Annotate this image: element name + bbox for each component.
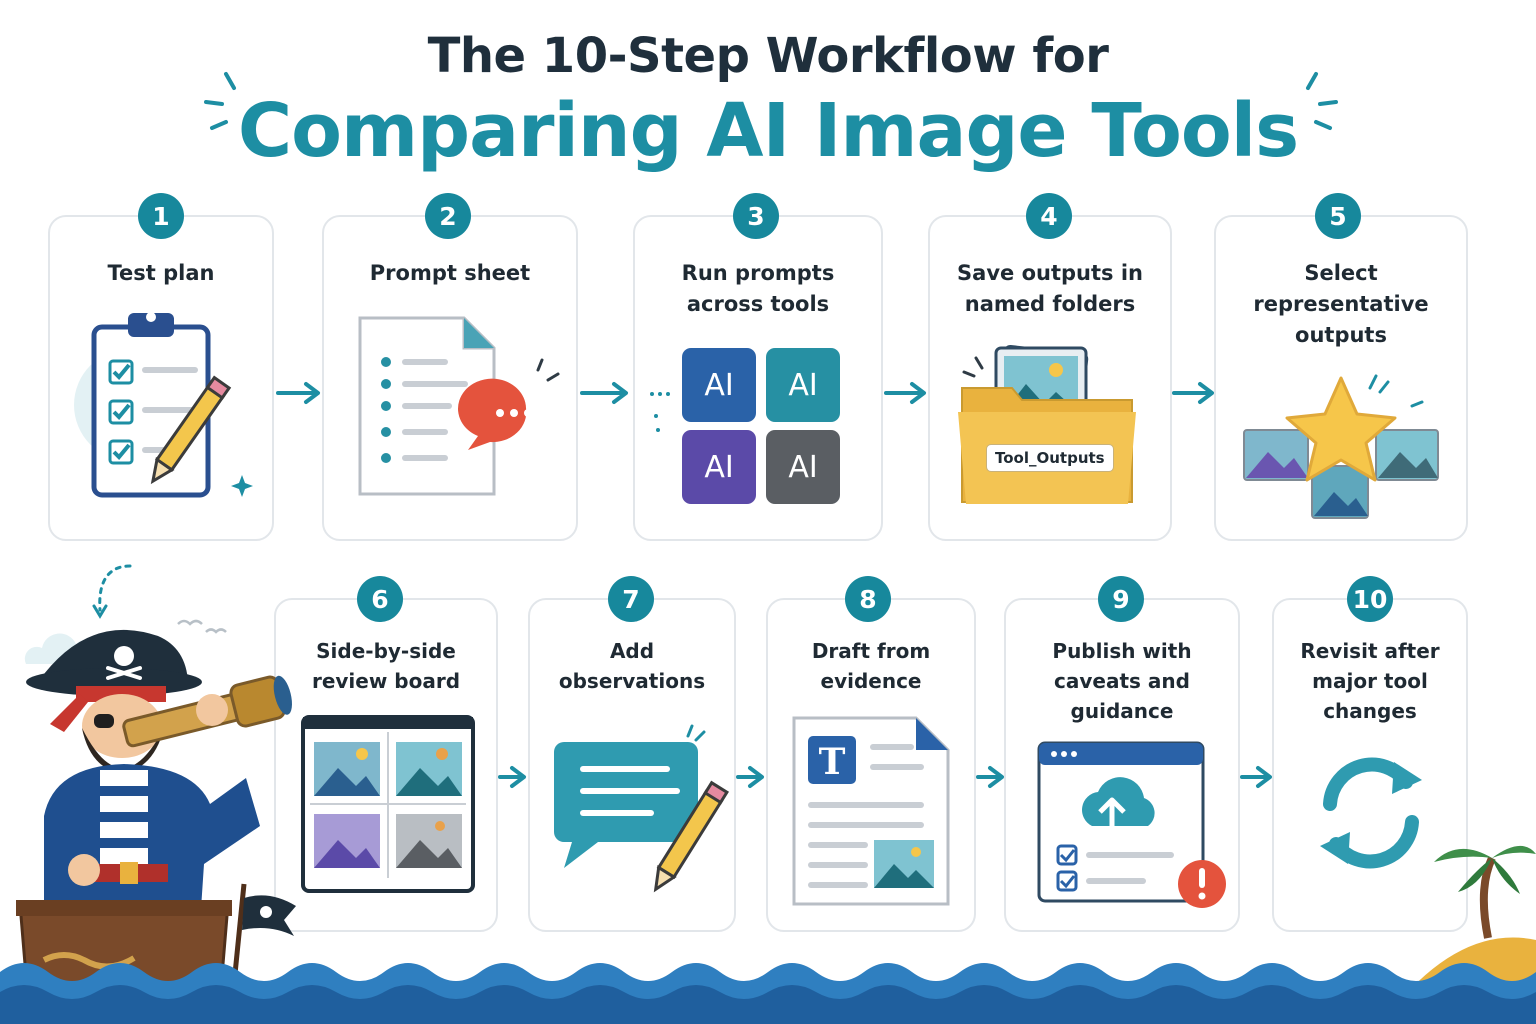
step-badge-5: 5	[1315, 193, 1361, 239]
step-badge-6: 6	[357, 576, 403, 622]
ai-tile-3: AI	[682, 430, 756, 504]
step-badge-10: 10	[1347, 576, 1393, 622]
arrow-8-9	[976, 766, 1004, 788]
review-board-icon	[301, 715, 475, 893]
dashed-flow-icon	[650, 392, 670, 432]
step-badge-9: 9	[1098, 576, 1144, 622]
step-label-5: Select representative outputs	[1253, 261, 1429, 347]
step-label-10: Revisit after major tool changes	[1300, 639, 1440, 723]
upload-warning-icon	[1037, 741, 1226, 908]
refresh-icon	[1320, 757, 1422, 869]
step-label-8: Draft from evidence	[811, 639, 931, 693]
step-label-4: Save outputs in named folders	[957, 261, 1143, 316]
document-speech-icon	[358, 316, 560, 496]
arrow-3-4	[884, 382, 926, 404]
arrow-7-8	[736, 766, 764, 788]
step-badge-1: 1	[138, 193, 184, 239]
arrow-6-7	[498, 766, 526, 788]
folder-images-icon	[958, 344, 1136, 504]
text-document-icon: T	[792, 716, 950, 906]
folder-label: Tool_Outputs	[986, 444, 1114, 472]
step-label-6: Side-by-side review board	[311, 639, 461, 693]
title-line-1: The 10-Step Workflow for	[427, 28, 1109, 84]
ai-tile-1: AI	[682, 348, 756, 422]
step-badge-7: 7	[608, 576, 654, 622]
step-badge-8: 8	[845, 576, 891, 622]
ai-tools-grid-icon: AI AI AI AI	[680, 346, 842, 506]
sparkle-left-icon	[204, 72, 236, 130]
svg-text:T: T	[819, 741, 846, 783]
step-label-1: Test plan	[107, 261, 215, 285]
title-line-2: Comparing AI Image Tools	[237, 88, 1299, 174]
sea-waves-icon	[0, 963, 1536, 1024]
step-card-3	[633, 215, 883, 541]
ai-tile-2: AI	[766, 348, 840, 422]
step-label-3: Run prompts across tools	[681, 261, 835, 316]
arrow-4-5	[1172, 382, 1214, 404]
ai-tile-4: AI	[766, 430, 840, 504]
step-badge-4: 4	[1026, 193, 1072, 239]
pirate-with-telescope-icon	[16, 629, 292, 1024]
step-label-2: Prompt sheet	[369, 261, 531, 285]
sparkle-right-icon	[1306, 72, 1338, 130]
step-badge-3: 3	[733, 193, 779, 239]
arrow-9-10	[1240, 766, 1272, 788]
step-label-9: Publish with caveats and guidance	[1052, 639, 1192, 723]
chat-pencil-icon	[554, 724, 729, 893]
dotted-path-icon	[92, 564, 132, 619]
step-label-7: Add observations	[558, 639, 706, 693]
clipboard-checklist-icon	[74, 312, 253, 498]
step-badge-2: 2	[425, 193, 471, 239]
arrow-1-2	[276, 382, 320, 404]
arrow-2-3	[580, 382, 628, 404]
star-images-icon	[1243, 374, 1439, 519]
birds-icon	[177, 619, 227, 634]
